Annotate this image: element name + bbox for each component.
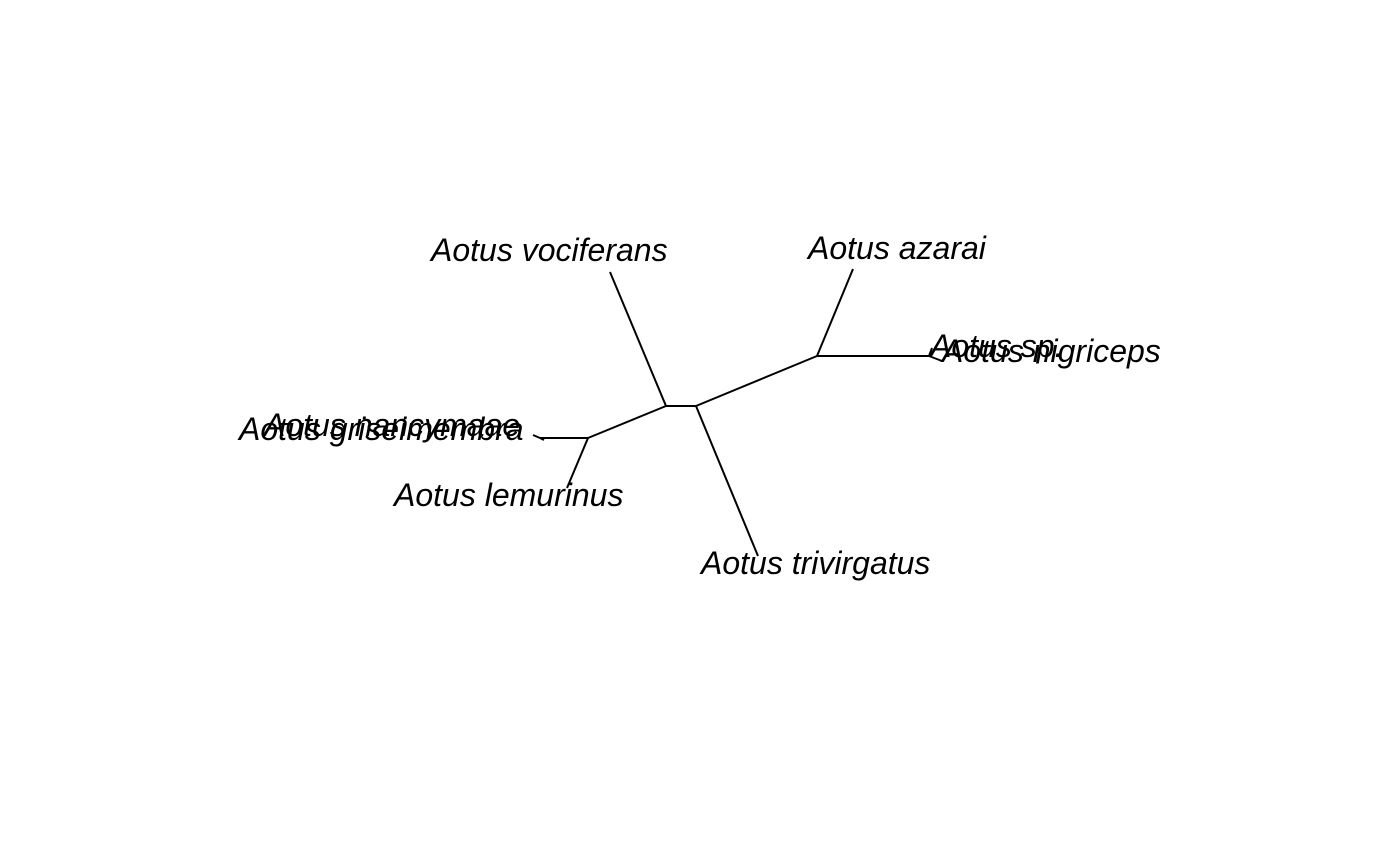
tip-label-griseimembra: Aotus griseimembra: [237, 411, 524, 447]
branch-trivirgatus: [695, 405, 759, 557]
branch-vociferans: [609, 271, 667, 407]
branch-azarai: [816, 268, 854, 357]
tip-label-vociferans: Aotus vociferans: [429, 232, 668, 268]
branch-sp: [928, 347, 933, 357]
branch-griseimembra: [539, 437, 545, 441]
tree-branches: [532, 268, 943, 557]
tip-label-trivirgatus: Aotus trivirgatus: [699, 545, 930, 581]
tip-label-azarai: Aotus azarai: [806, 230, 987, 266]
tip-label-nigriceps: Aotus nigriceps: [940, 333, 1161, 369]
tip-label-sp: Aotus sp.: [928, 328, 1063, 364]
tip-label-lemurinus: Aotus lemurinus: [392, 477, 623, 513]
tip-labels: Aotus vociferans Aotus azarai Aotus sp. …: [237, 230, 1161, 581]
branch-right-clade: [695, 355, 818, 407]
tip-label-nancymaae: Aotus nancymaae: [262, 407, 520, 443]
branch-nancymaae: [532, 434, 541, 439]
branch-left-clade: [587, 405, 667, 439]
branch-lemurinus: [566, 437, 589, 489]
branch-nigriceps: [928, 355, 943, 362]
